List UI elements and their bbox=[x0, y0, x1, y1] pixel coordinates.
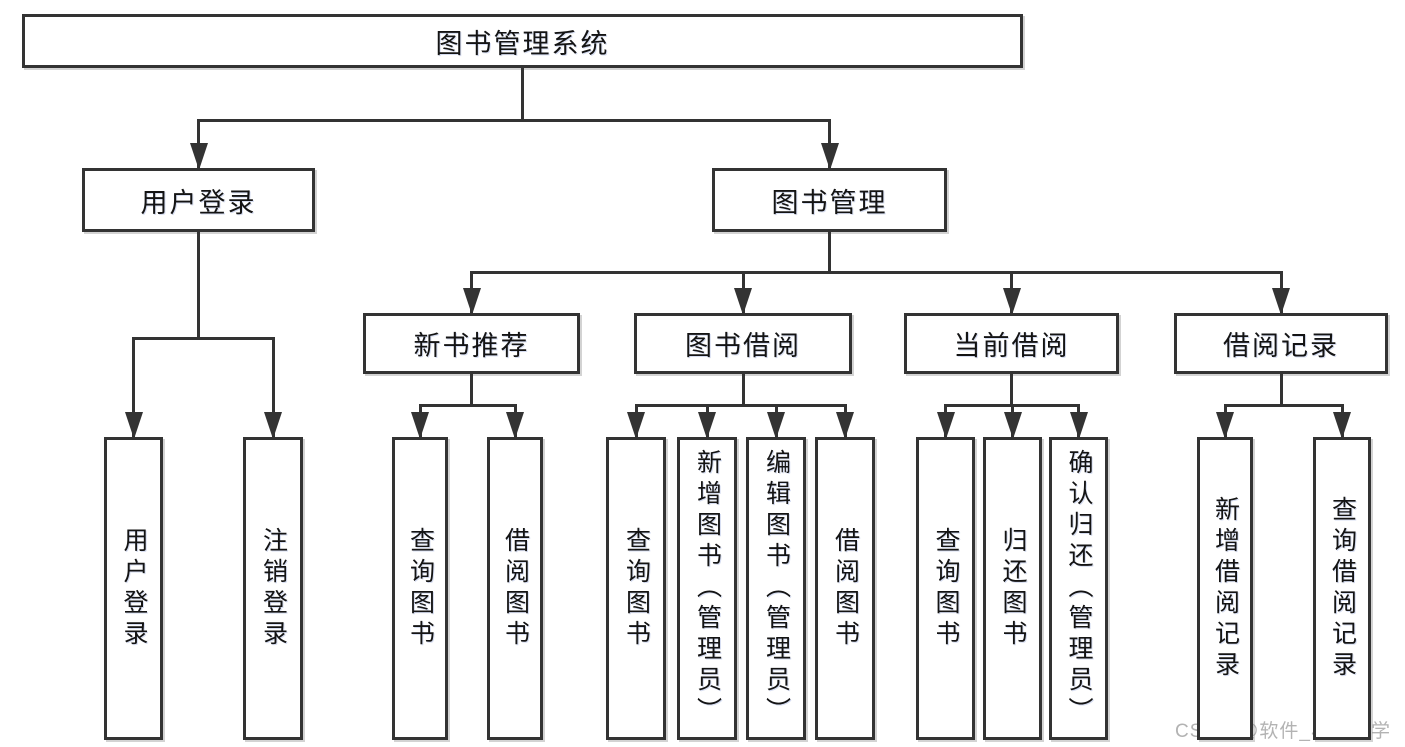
node-new-book-recommendation: 新书推荐 bbox=[363, 313, 580, 374]
connector-stem-user-login bbox=[197, 232, 200, 338]
node-borrowing-records: 借阅记录 bbox=[1174, 313, 1388, 374]
node-label-query-borrow-record: 查询借阅记录 bbox=[1328, 495, 1357, 682]
arrow-down-icon-book-borrowing bbox=[734, 288, 752, 315]
arrow-down-icon-return-books bbox=[1003, 412, 1022, 439]
node-label-current-borrowing: 当前借阅 bbox=[953, 331, 1070, 361]
node-user-login-action: 用户登录 bbox=[104, 437, 163, 740]
arrow-down-icon-logout-action bbox=[264, 412, 282, 439]
node-logout-action: 注销登录 bbox=[243, 437, 303, 740]
node-label-borrow-books-recommend: 借阅图书 bbox=[501, 526, 530, 651]
node-book-borrowing: 图书借阅 bbox=[634, 313, 852, 374]
arrow-down-icon-borrow-books-borrowing bbox=[836, 412, 854, 439]
node-label-new-book-recommendation: 新书推荐 bbox=[413, 331, 530, 361]
node-borrow-books-borrowing: 借阅图书 bbox=[815, 437, 875, 740]
node-label-return-books: 归还图书 bbox=[999, 526, 1027, 651]
arrow-down-icon-query-borrow-record bbox=[1333, 412, 1351, 439]
node-label-confirm-return-admin: 确认归还（管理员） bbox=[1065, 449, 1093, 728]
node-label-add-book-admin: 新增图书（管理员） bbox=[693, 449, 722, 728]
arrow-down-icon-user-login-action bbox=[124, 412, 143, 439]
connector-bar-new-book-recommendation bbox=[418, 403, 517, 407]
node-label-logout-action: 注销登录 bbox=[259, 526, 288, 651]
arrow-down-icon-borrowing-records bbox=[1272, 288, 1290, 315]
node-borrow-books-recommend: 借阅图书 bbox=[487, 437, 543, 740]
node-label-book-borrowing: 图书借阅 bbox=[685, 331, 801, 361]
node-label-borrow-books-borrowing: 借阅图书 bbox=[831, 526, 860, 651]
node-label-edit-book-admin: 编辑图书（管理员） bbox=[762, 449, 791, 728]
node-label-book-management: 图书管理 bbox=[771, 187, 888, 218]
arrow-down-icon-add-book-admin bbox=[698, 412, 716, 439]
node-label-library-system: 图书管理系统 bbox=[435, 28, 610, 59]
connector-bar-book-borrowing bbox=[634, 403, 847, 407]
node-query-books-borrowing: 查询图书 bbox=[606, 437, 666, 740]
connector-bar-library-system bbox=[197, 118, 831, 122]
arrow-down-icon-book-management bbox=[820, 143, 839, 170]
connector-stem-borrowing-records bbox=[1279, 374, 1283, 405]
connector-stem-book-borrowing bbox=[741, 374, 745, 405]
arrow-down-icon-user-login bbox=[189, 143, 208, 170]
node-label-user-login: 用户登录 bbox=[140, 187, 257, 218]
arrow-down-icon-query-books-borrowing bbox=[627, 412, 645, 439]
node-label-user-login-action: 用户登录 bbox=[120, 526, 148, 651]
node-current-borrowing: 当前借阅 bbox=[904, 313, 1119, 374]
node-label-query-books-borrowing: 查询图书 bbox=[622, 526, 651, 651]
node-query-books-recommend: 查询图书 bbox=[392, 437, 448, 740]
connector-drop-user-login-action bbox=[132, 338, 135, 437]
node-confirm-return-admin: 确认归还（管理员） bbox=[1049, 437, 1108, 740]
connector-stem-current-borrowing bbox=[1010, 374, 1013, 405]
node-label-query-books-recommend: 查询图书 bbox=[406, 526, 435, 651]
arrow-down-icon-current-borrowing bbox=[1002, 288, 1021, 315]
arrow-down-icon-confirm-return-admin bbox=[1069, 412, 1088, 439]
node-query-borrow-record: 查询借阅记录 bbox=[1313, 437, 1371, 740]
connector-stem-library-system bbox=[521, 68, 524, 120]
connector-bar-user-login bbox=[132, 336, 275, 340]
node-add-book-admin: 新增图书（管理员） bbox=[677, 437, 737, 740]
node-label-borrowing-records: 借阅记录 bbox=[1223, 331, 1339, 361]
node-library-system: 图书管理系统 bbox=[22, 14, 1023, 68]
node-book-management: 图书管理 bbox=[712, 168, 947, 232]
connector-bar-book-management bbox=[470, 270, 1283, 274]
connector-stem-new-book-recommendation bbox=[470, 374, 473, 405]
node-return-books: 归还图书 bbox=[983, 437, 1042, 740]
arrow-down-icon-new-book-recommendation bbox=[462, 288, 481, 315]
connector-drop-logout-action bbox=[271, 338, 275, 437]
node-label-query-books-current: 查询图书 bbox=[932, 526, 960, 651]
arrow-down-icon-borrow-books-recommend bbox=[506, 412, 524, 439]
node-edit-book-admin: 编辑图书（管理员） bbox=[746, 437, 806, 740]
arrow-down-icon-query-books-recommend bbox=[411, 412, 429, 439]
arrow-down-icon-edit-book-admin bbox=[767, 412, 785, 439]
node-user-login: 用户登录 bbox=[82, 168, 315, 232]
node-add-borrow-record: 新增借阅记录 bbox=[1197, 437, 1253, 740]
node-label-add-borrow-record: 新增借阅记录 bbox=[1211, 495, 1240, 682]
node-query-books-current: 查询图书 bbox=[916, 437, 975, 740]
connector-stem-book-management bbox=[828, 232, 831, 272]
connector-bar-borrowing-records bbox=[1223, 403, 1344, 407]
arrow-down-icon-query-books-current bbox=[936, 412, 955, 439]
arrow-down-icon-add-borrow-record bbox=[1216, 412, 1234, 439]
